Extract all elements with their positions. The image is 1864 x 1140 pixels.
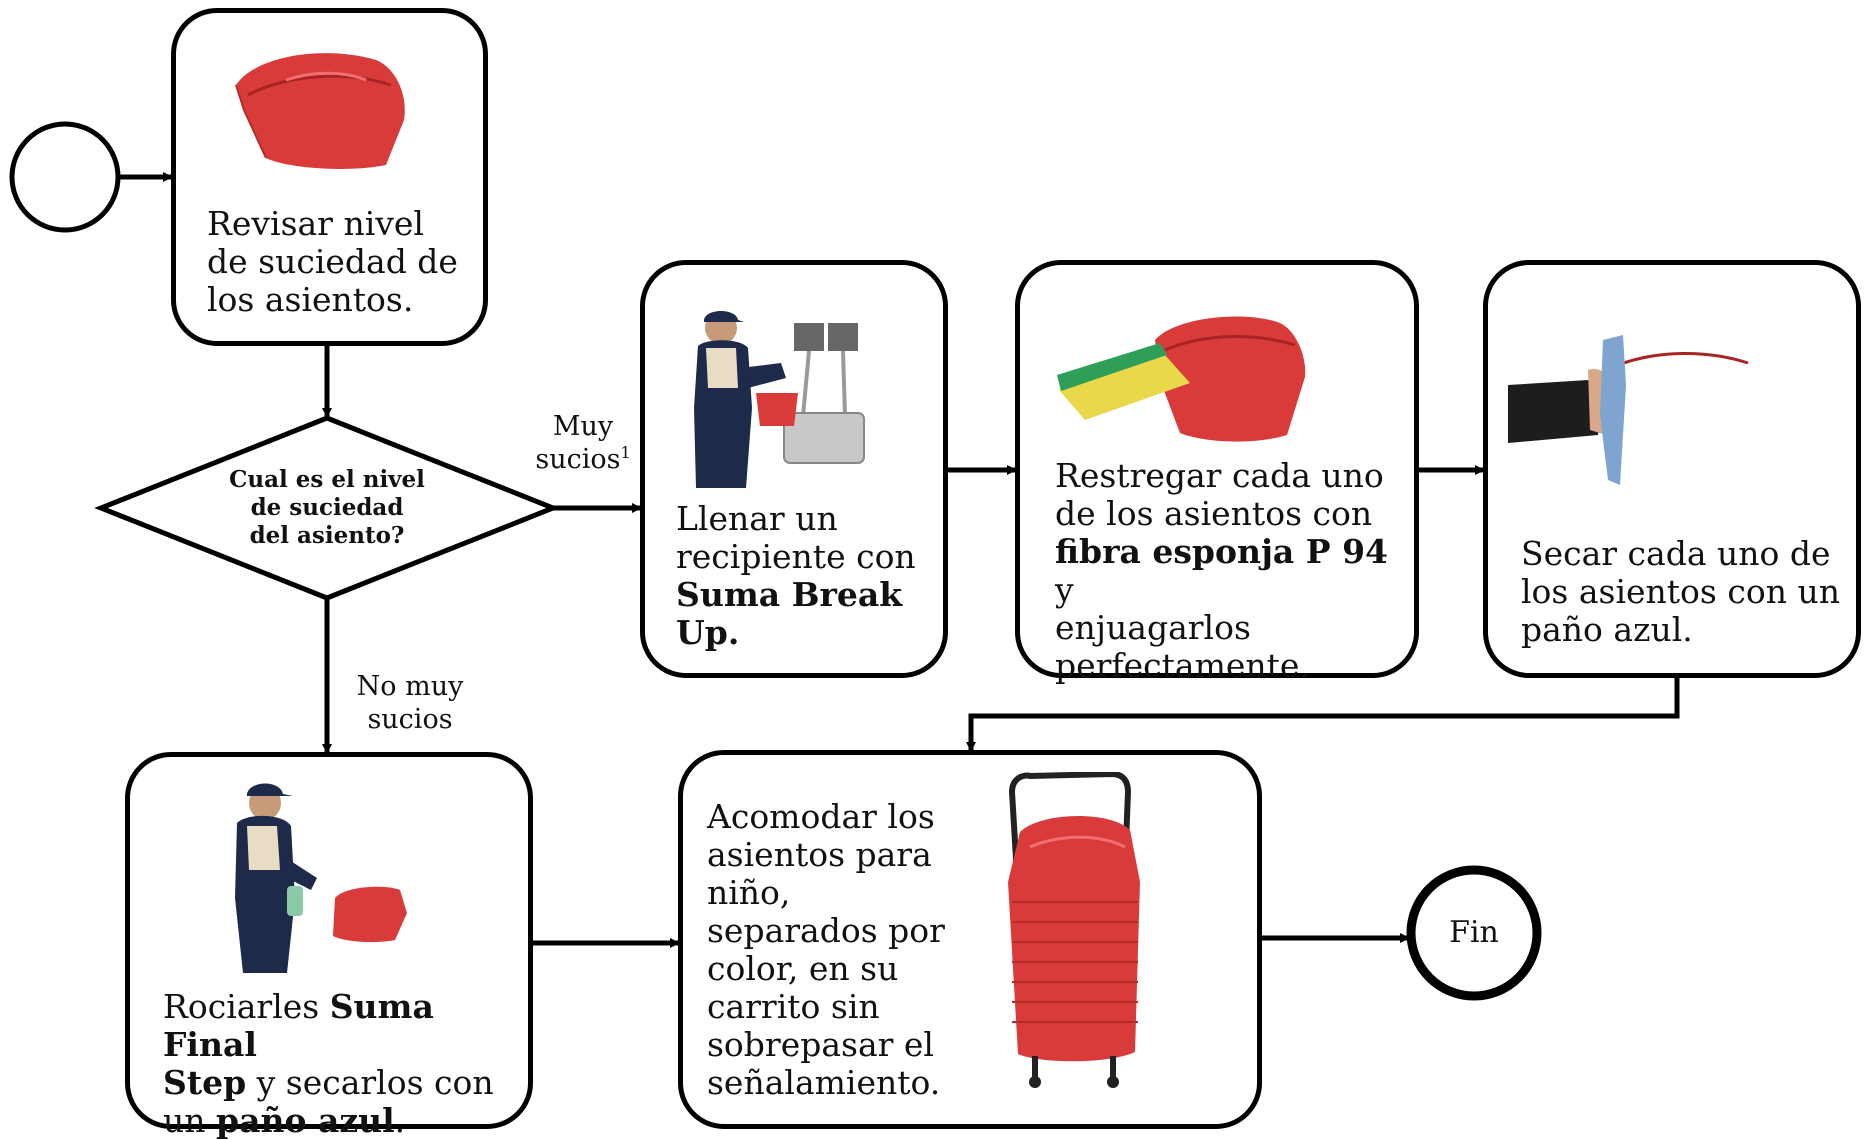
llenar-line-1: Llenar un — [676, 499, 838, 538]
start-circle — [9, 121, 121, 233]
step-rociar-box — [125, 752, 533, 1129]
label-no-muy-sucios: No muy sucios — [340, 670, 480, 736]
sponge-icon — [1057, 343, 1190, 420]
llenar-bold-1: Suma Break — [676, 575, 903, 614]
step-revisar-text: Revisar nivel de suciedad de los asiento… — [207, 204, 458, 319]
llenar-line-2: recipiente con — [676, 537, 916, 576]
acomodar-line: señalamiento. — [707, 1063, 941, 1102]
step-acomodar-text: Acomodar los asientos para niño, separad… — [707, 798, 1007, 1102]
restregar-line-3: fibra esponja P 94 y — [1055, 532, 1389, 609]
secar-line-3: paño azul. — [1521, 610, 1693, 649]
acomodar-line: sobrepasar el — [707, 1025, 934, 1064]
acomodar-line: niño, — [707, 873, 791, 912]
rociar-line-3: un paño azul. — [163, 1101, 406, 1140]
acomodar-line: separados por — [707, 911, 945, 950]
rociar-line-1: Rociarles Suma Final — [163, 987, 434, 1064]
end-label: Fin — [1449, 915, 1499, 950]
footnote-marker: 1 — [620, 443, 631, 462]
secar-line-1: Secar cada uno de — [1521, 534, 1831, 573]
sponge-scrub-icon — [1057, 316, 1306, 442]
restregar-line-5: perfectamente. — [1055, 646, 1310, 685]
decision-text: Cual es el nivel de suciedad del asiento… — [200, 466, 454, 550]
label-muy: Muy — [552, 411, 614, 442]
acomodar-line: asientos para — [707, 835, 932, 874]
hand-with-blue-cloth-icon — [1508, 335, 1749, 485]
decision-line-2: de suciedad — [250, 494, 404, 521]
label-muy-sucios: Muy sucios1 — [520, 410, 646, 476]
step-acomodar-box — [678, 750, 1262, 1129]
step-restregar-text: Restregar cada uno de los asientos con f… — [1055, 457, 1405, 685]
red-child-seat-icon — [235, 53, 405, 169]
restregar-line-1: Restregar cada uno — [1055, 456, 1384, 495]
arrow-secar-to-acomodar — [966, 678, 1680, 752]
restregar-line-2: de los asientos con — [1055, 494, 1373, 533]
label-sucios: sucios1 — [535, 443, 631, 475]
decision-line-3: del asiento? — [249, 522, 405, 549]
end-circle — [1406, 865, 1542, 1001]
decision-line-1: Cual es el nivel — [229, 466, 425, 493]
worker-filling-bucket-icon — [694, 311, 865, 488]
restregar-line-4: enjuagarlos — [1055, 608, 1251, 647]
secar-line-2: los asientos con un — [1521, 572, 1840, 611]
worker-spraying-icon — [235, 783, 407, 973]
seat-stack-cart-icon — [1008, 772, 1140, 1088]
label-no-muy: No muy — [356, 671, 464, 702]
acomodar-line: carrito sin — [707, 987, 880, 1026]
acomodar-line: color, en su — [707, 949, 899, 988]
step-secar-box — [1483, 260, 1861, 678]
step-rociar-text: Rociarles Suma Final Step y secarlos con… — [163, 988, 523, 1140]
step-secar-text: Secar cada uno de los asientos con un pa… — [1521, 535, 1856, 649]
llenar-bold-2: Up. — [676, 613, 740, 652]
label-no-sucios: sucios — [367, 704, 453, 735]
acomodar-line: Acomodar los — [707, 797, 935, 836]
step-llenar-text: Llenar un recipiente con Suma Break Up. — [676, 500, 936, 652]
rociar-line-2: Step y secarlos con — [163, 1063, 494, 1102]
